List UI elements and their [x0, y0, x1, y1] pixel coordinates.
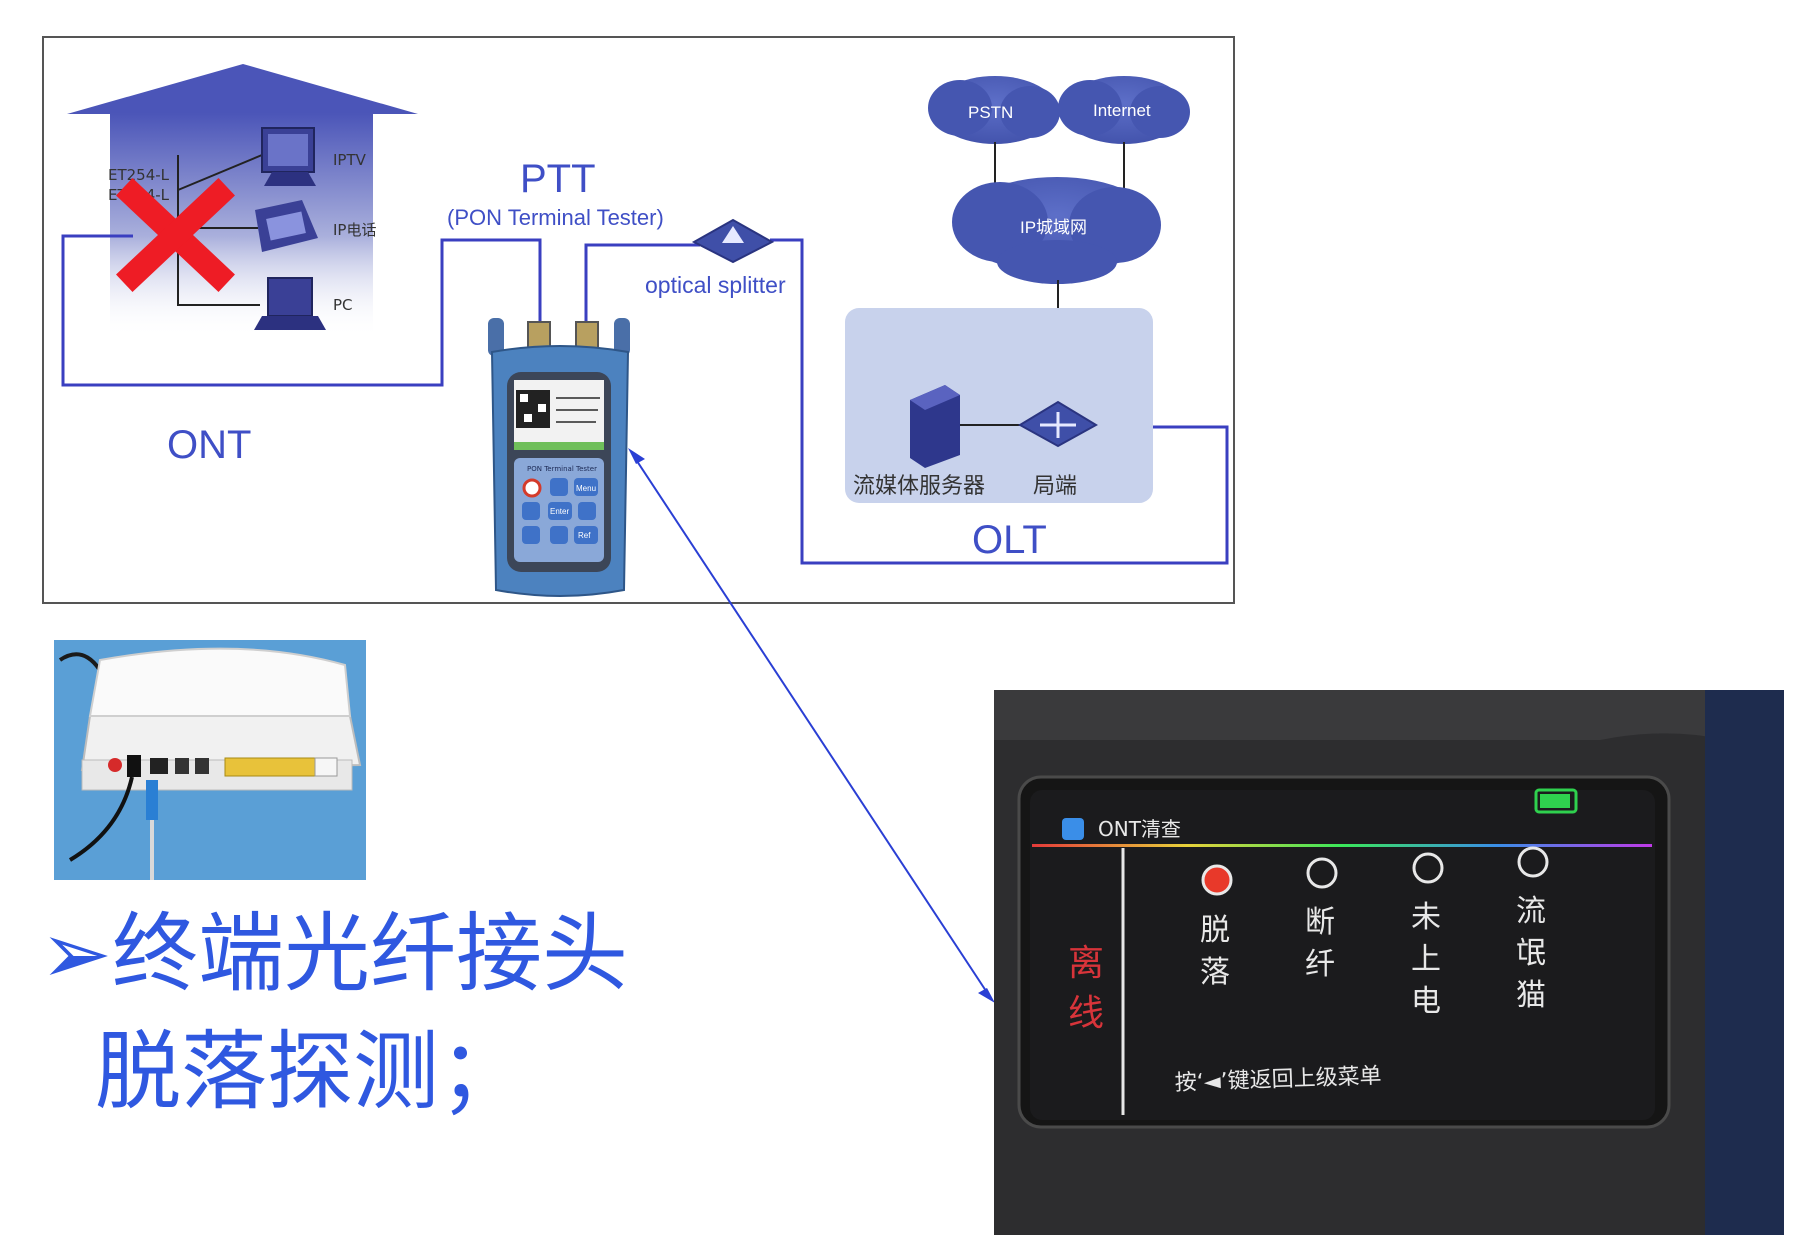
- screen-status-char-2: 线: [1068, 993, 1104, 1034]
- olt-switch-icon: [1018, 400, 1098, 448]
- ptt-tester-device: PON Terminal Tester Menu Enter Ref: [488, 318, 630, 597]
- metro-network-cloud: [952, 177, 1161, 284]
- option-nopower-char-2: 上: [1411, 942, 1441, 977]
- option-break-char-1: 断: [1305, 905, 1335, 940]
- option-break-char-2: 纤: [1305, 947, 1335, 982]
- ont-router-photo: [54, 640, 366, 880]
- tester-key-menu: Menu: [576, 484, 596, 493]
- splitter-icon: [691, 218, 775, 264]
- pstn-label: PSTN: [968, 103, 1013, 122]
- internet-label: Internet: [1093, 101, 1151, 120]
- option-nopower-char-3: 电: [1411, 984, 1441, 1019]
- option-detached-char-1: 脱: [1200, 913, 1230, 948]
- caption-line-1: ➢终端光纤接头: [40, 904, 629, 1004]
- tester-key-enter: Enter: [550, 507, 569, 516]
- olt-label: OLT: [972, 518, 1047, 562]
- pc-icon: [254, 277, 326, 330]
- device-phone-label: IP电话: [333, 221, 376, 239]
- screen-option-no-power[interactable]: 未 上 电: [1411, 852, 1444, 1019]
- device-pc-label: PC: [333, 296, 353, 314]
- screen-option-fiber-break[interactable]: 断 纤: [1305, 857, 1338, 982]
- fiber-link-ont: [61, 234, 542, 387]
- screen-status-char-1: 离: [1068, 943, 1104, 984]
- option-rogue-char-1: 流: [1516, 894, 1546, 929]
- caption-line-2: 脱落探测；: [95, 1022, 525, 1122]
- home-network: ET254-L ET254-L IPTV IP电话 PC: [67, 64, 418, 338]
- option-nopower-char-1: 未: [1411, 900, 1441, 935]
- option-rogue-char-2: 氓: [1516, 936, 1546, 971]
- ont-label: ONT: [167, 423, 251, 467]
- home-label-1: ET254-L: [108, 166, 170, 184]
- screen-option-detached[interactable]: 脱 落: [1200, 864, 1233, 990]
- tester-screen-photo: ONT清查 离 线 脱 落 断 纤 未 上 电 流 氓 猫 按‘◄: [994, 690, 1784, 1235]
- ip-phone-icon: [255, 200, 318, 252]
- option-rogue-char-3: 猫: [1516, 978, 1546, 1013]
- fault-cross-icon: [116, 178, 235, 292]
- olt-switch-label: 局端: [1033, 474, 1077, 499]
- tester-key-ref: Ref: [578, 531, 591, 540]
- tester-panel-label: PON Terminal Tester: [527, 465, 597, 473]
- caption: ➢终端光纤接头 脱落探测；: [40, 895, 628, 1131]
- media-server-label: 流媒体服务器: [853, 474, 985, 499]
- splitter-label: optical splitter: [645, 272, 786, 298]
- ptt-title: PTT: [520, 157, 596, 201]
- device-iptv-label: IPTV: [333, 151, 367, 169]
- pointer-arrow: [628, 448, 995, 1003]
- screen-title: ONT清查: [1098, 817, 1181, 841]
- screen-option-rogue-ont[interactable]: 流 氓 猫: [1516, 846, 1549, 1013]
- media-server-icon: [910, 385, 960, 468]
- fiber-link-splitter: [584, 243, 700, 330]
- option-detached-char-2: 落: [1200, 955, 1230, 990]
- metro-network-label: IP城域网: [1020, 218, 1087, 237]
- ptt-subtitle: (PON Terminal Tester): [447, 205, 664, 230]
- fiber-link-olt: [770, 238, 1229, 565]
- iptv-icon: [261, 127, 316, 186]
- pstn-cloud: [928, 76, 1060, 144]
- internet-cloud: [1058, 76, 1190, 144]
